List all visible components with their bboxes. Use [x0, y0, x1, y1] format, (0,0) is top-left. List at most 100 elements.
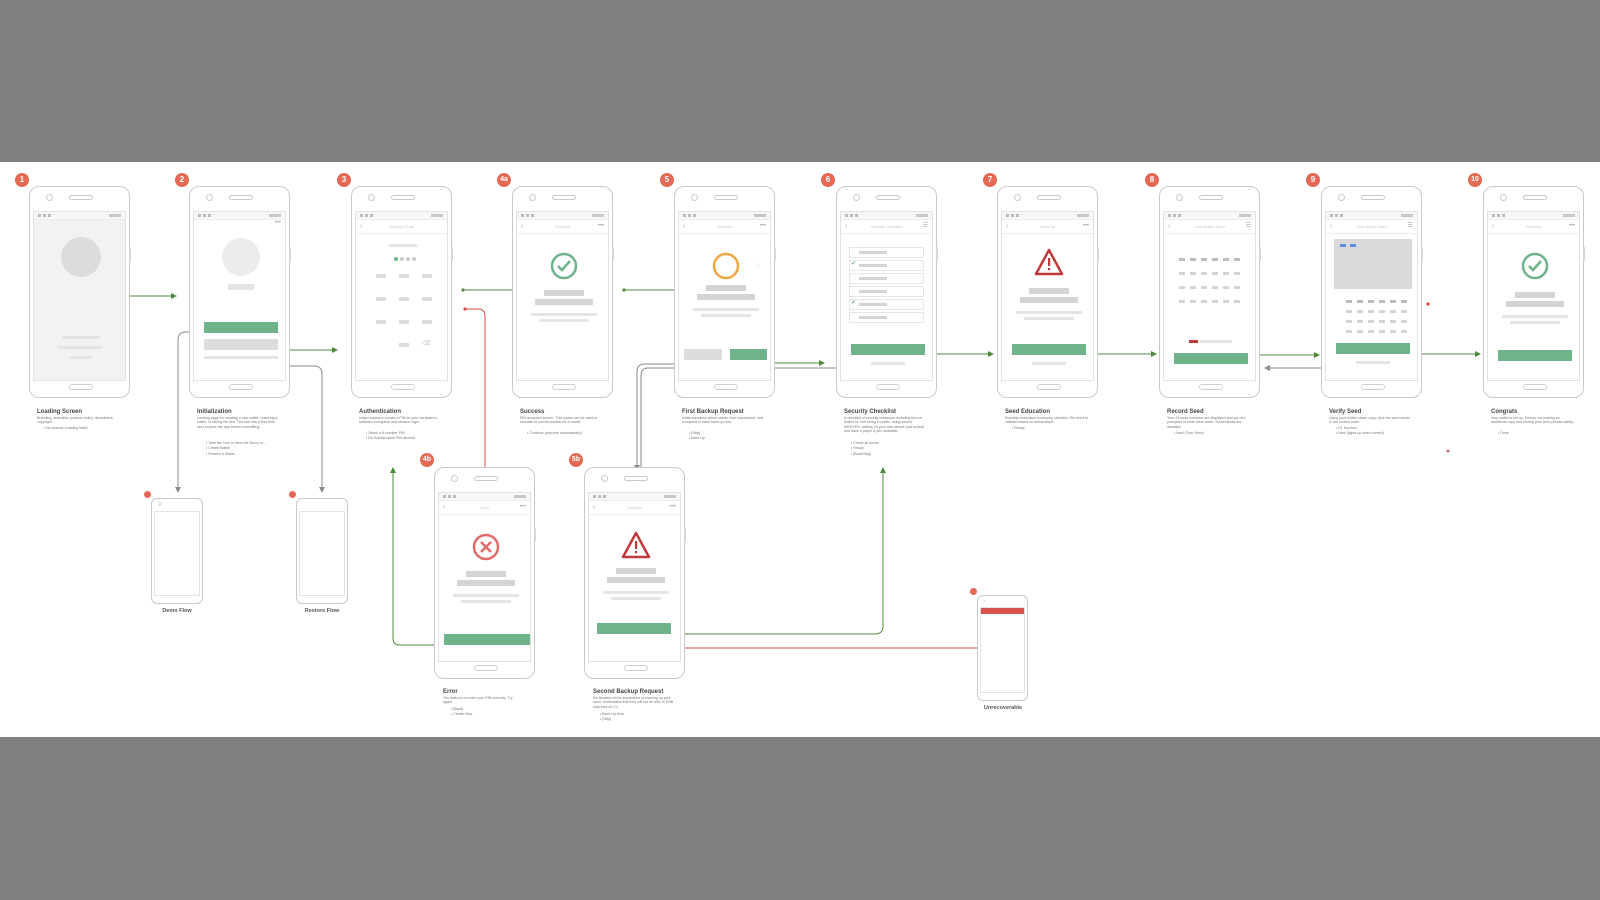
- checklist-item[interactable]: [849, 273, 924, 284]
- skip-button[interactable]: [684, 349, 722, 360]
- screen-description: Initial request to create a PIN for your…: [359, 416, 437, 425]
- phone-seed-education: ‹Security•••: [997, 186, 1099, 398]
- logo-placeholder: [222, 238, 260, 276]
- seed-word-slot: [1212, 286, 1218, 289]
- next-button[interactable]: [1336, 343, 1410, 354]
- phone-error: ‹Error•••: [434, 467, 536, 679]
- screen-options: Check all boxesReady[Back/Skip]: [851, 441, 941, 457]
- seed-word-slot: [1201, 258, 1207, 261]
- phone-congrats: ‹Success•••: [1483, 186, 1585, 398]
- screen-description: A checklist of security measures includi…: [844, 416, 925, 434]
- backspace-icon[interactable]: ⌫: [422, 341, 431, 347]
- screen-description: Initial education about seeds, their imp…: [682, 416, 764, 425]
- seed-word-slot: [1234, 272, 1240, 275]
- lock-icon: [289, 491, 296, 498]
- seed-word-slot: [1401, 310, 1407, 313]
- restore-flow-screen: [299, 511, 345, 596]
- back-up-now-button[interactable]: [597, 623, 671, 634]
- step-badge-5: 5: [660, 173, 674, 187]
- pending-ring-icon: [712, 252, 740, 280]
- create-wallet-button[interactable]: [204, 322, 278, 333]
- phone-verify-seed: ‹Your Wallet Seed☰: [1321, 186, 1423, 398]
- screen-title: Congrats: [1491, 409, 1518, 415]
- screen-options: Back Up Now[Skip]: [600, 712, 690, 723]
- phone-restore-flow[interactable]: [296, 498, 348, 604]
- seed-word-slot: [1190, 272, 1196, 275]
- checklist-item[interactable]: ✔: [849, 299, 924, 310]
- seed-word-slot: [1368, 300, 1374, 303]
- phone-first-backup-request: ‹Success••• ›: [674, 186, 776, 398]
- logo-placeholder: [61, 237, 101, 277]
- checklist-item[interactable]: ✔: [849, 260, 924, 271]
- create-new-pin-button[interactable]: [444, 634, 530, 645]
- progress-indicator: [1189, 340, 1198, 343]
- seed-word-slot: [1190, 300, 1196, 303]
- checklist-item[interactable]: [849, 312, 924, 323]
- step-badge-10: 10: [1468, 173, 1482, 187]
- seed-word-slot: [1212, 300, 1218, 303]
- seed-word-slot: [1390, 320, 1396, 323]
- next-button[interactable]: [1174, 353, 1248, 364]
- screen-description: Using your written down copy, click the …: [1329, 416, 1411, 425]
- screen-description: Your wallet is set up. Ensure not making…: [1491, 416, 1574, 425]
- ready-button[interactable]: [851, 344, 925, 355]
- seed-word-slot: [1223, 286, 1229, 289]
- warning-triangle-icon: [1034, 248, 1064, 276]
- error-screen: ‹Error•••: [438, 492, 531, 662]
- phone-demo-flow[interactable]: ⚲: [151, 498, 203, 604]
- phone-unrecoverable: +: [977, 595, 1028, 701]
- step-badge-8: 8: [1145, 173, 1159, 187]
- seed-word-slot: [1234, 300, 1240, 303]
- checklist-item[interactable]: [849, 247, 924, 258]
- checklist-item[interactable]: [849, 286, 924, 297]
- seed-word-slot: [1379, 300, 1385, 303]
- seed-word-slot: [1190, 286, 1196, 289]
- seed-word-slot: [1379, 310, 1385, 313]
- seed-word-slot: [1212, 272, 1218, 275]
- screen-options: [Back]Create New: [451, 707, 541, 718]
- seed-word-slot: [1179, 300, 1185, 303]
- screen-description: Re-iteration of the importance of backin…: [593, 696, 674, 709]
- unrecoverable-screen: [980, 607, 1025, 693]
- seed-word-slot: [1201, 286, 1207, 289]
- phone-security-checklist: ‹Security Checklist☰ ✔ ✔: [836, 186, 938, 398]
- screen-title: Loading Screen: [37, 409, 83, 415]
- seed-word-slot: [1401, 300, 1407, 303]
- error-banner: [981, 608, 1024, 614]
- seed-word-slot: [1390, 310, 1396, 313]
- seed-word-slot: [1190, 258, 1196, 261]
- seed-word-slot: [1346, 320, 1352, 323]
- ready-button[interactable]: [1012, 344, 1086, 355]
- demo-flow-screen: [154, 511, 200, 596]
- screen-description: Your 24-seed numbers are displayed and y…: [1167, 416, 1246, 429]
- phone-success: ‹Success•••: [512, 186, 614, 398]
- screen-title: Authentication: [359, 409, 401, 415]
- screen-options: Done: [1498, 431, 1588, 436]
- seed-word-slot: [1346, 310, 1352, 313]
- screen-description: Landing page for creating a new wallet, …: [197, 416, 278, 429]
- screen-description: Possibly redundant to security checklist…: [1005, 416, 1089, 425]
- seed-word-slot: [1390, 330, 1396, 333]
- step-badge-6: 6: [821, 173, 835, 187]
- step-badge-2: 2: [175, 173, 189, 187]
- loading-screen: [33, 211, 126, 381]
- back-arrow-icon[interactable]: ‹: [360, 223, 363, 230]
- phone-loading-screen: [29, 186, 131, 398]
- checkmark-circle-icon: [550, 252, 578, 280]
- seed-word-slot: [1368, 310, 1374, 313]
- seed-word-slot: [1357, 330, 1363, 333]
- screen-title: Verify Seed: [1329, 409, 1362, 415]
- seed-word-slot: [1223, 300, 1229, 303]
- seed-word-slot: [1357, 300, 1363, 303]
- done-button[interactable]: [1498, 350, 1572, 361]
- seed-word-slot: [1401, 320, 1407, 323]
- seed-word-slot: [1234, 258, 1240, 261]
- screen-title: Success: [520, 409, 545, 415]
- seed-word-slot: [1234, 286, 1240, 289]
- seed-word-slot: [1223, 258, 1229, 261]
- back-up-button[interactable]: [730, 349, 767, 360]
- restore-wallet-button[interactable]: [204, 339, 278, 350]
- screen-options: No Actions (Loading Wait): [44, 426, 124, 431]
- phone-record-seed: ‹Your Wallet Seed☰: [1159, 186, 1261, 398]
- congrats-screen: ‹Success•••: [1487, 211, 1580, 381]
